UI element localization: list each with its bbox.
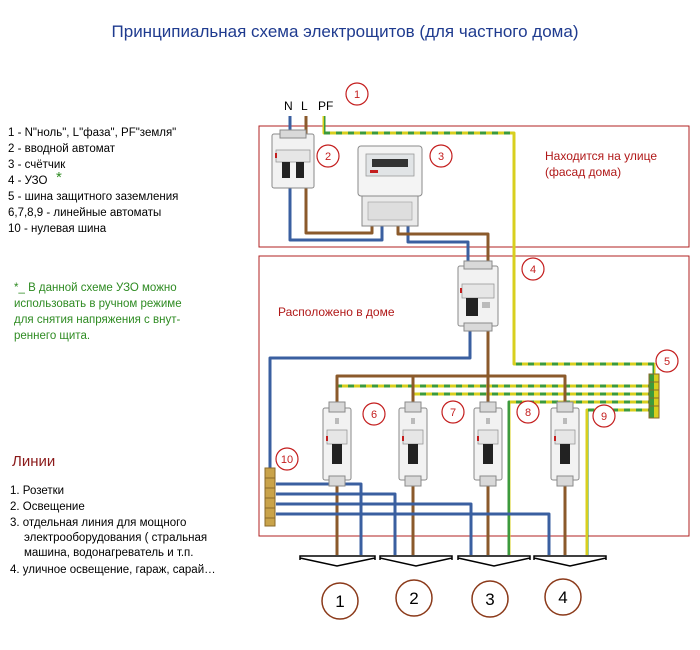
main-breaker (271, 129, 315, 189)
callouts (275, 82, 679, 471)
lines-item: машина, водонагреватель и т.п. (24, 547, 193, 559)
neutral-bus (264, 467, 276, 527)
legend-item: 6,7,8,9 - линейные автоматы (8, 207, 161, 219)
line-breaker-6 (322, 401, 352, 487)
note-line: использовать в ручном режиме (14, 298, 182, 310)
line-output-brackets (299, 555, 607, 567)
legend-item: 10 - нулевая шина (8, 223, 107, 235)
lines-item: 3. отдельная линия для мощного (10, 517, 186, 529)
legend-item: 5 - шина защитного заземления (8, 191, 178, 203)
rcd-note: *_ В данной схеме УЗО можно использовать… (14, 282, 182, 342)
line-number-2: 2 (409, 589, 418, 608)
wires (268, 116, 656, 555)
lines-item: электрооборудования ( стральная (24, 532, 207, 544)
electricity-meter (357, 145, 423, 227)
line-breaker-7 (398, 401, 428, 487)
lines-heading: Линии (12, 453, 55, 470)
note-line: *_ В данной схеме УЗО можно (14, 282, 177, 294)
outdoor-label: (фасад дома) (545, 165, 621, 179)
legend: 1 - N"ноль", L"фаза", PF"земля" 2 - ввод… (8, 127, 178, 235)
outdoor-label: Находится на улице (545, 149, 657, 163)
terminal-n-label: N (284, 99, 293, 113)
outdoor-panel-frame (258, 125, 690, 248)
callout-5: 5 (664, 356, 670, 368)
earth-bus (648, 373, 660, 419)
rcd-device (457, 260, 499, 332)
line-breaker-9 (550, 401, 580, 487)
lines-item: 4. уличное освещение, гараж, сарай… (10, 564, 216, 576)
callout-2: 2 (325, 151, 331, 163)
callout-8: 8 (525, 407, 531, 419)
note-line: реннего щита. (14, 330, 90, 342)
callout-9: 9 (601, 411, 607, 423)
legend-item: 1 - N"ноль", L"фаза", PF"земля" (8, 127, 176, 139)
callout-7: 7 (450, 407, 456, 419)
legend-item: 2 - вводной автомат (8, 143, 116, 155)
note-line: для снятия напряжения с внут- (14, 314, 180, 326)
lines-list: Линии 1. Розетки 2. Освещение 3. отдельн… (10, 453, 216, 576)
line-breaker-8 (473, 401, 503, 487)
callout-10: 10 (281, 454, 293, 466)
line-numbers: 1 2 3 4 (321, 578, 582, 620)
line-number-3: 3 (485, 590, 494, 609)
legend-star: * (56, 169, 62, 186)
legend-item: 4 - УЗО (8, 175, 47, 187)
terminal-l-label: L (301, 99, 308, 113)
callout-1: 1 (354, 89, 360, 101)
lines-item: 2. Освещение (10, 501, 85, 513)
terminal-pf-label: PF (318, 99, 333, 113)
page-title: Принципиальная схема электрощитов (для ч… (112, 22, 579, 41)
indoor-label: Расположено в доме (278, 305, 395, 319)
callout-6: 6 (371, 409, 377, 421)
lines-item: 1. Розетки (10, 485, 64, 497)
indoor-panel-frame (258, 255, 690, 537)
line-number-1: 1 (335, 592, 344, 611)
callout-3: 3 (438, 151, 444, 163)
callout-4: 4 (530, 264, 536, 276)
legend-item: 3 - счётчик (8, 159, 66, 171)
line-number-4: 4 (558, 588, 567, 607)
